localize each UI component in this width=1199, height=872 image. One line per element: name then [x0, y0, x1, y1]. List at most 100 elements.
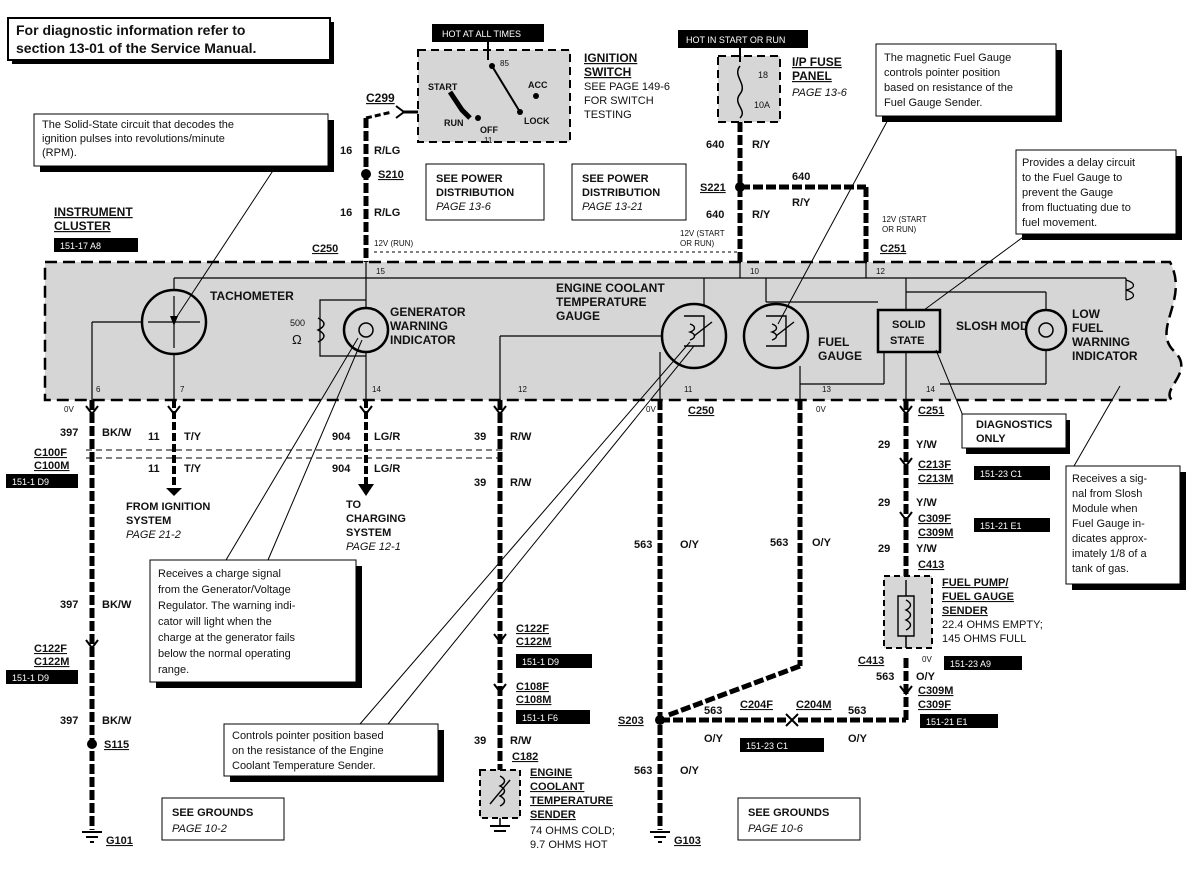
pd1-ref: PAGE 13-6	[436, 201, 492, 213]
csl-1: Receives a sig-	[1072, 473, 1148, 485]
ect-spec-2: 9.7 OHMS HOT	[530, 839, 608, 851]
w904-num-1: 904	[332, 431, 351, 443]
cd-4: from fluctuating due to	[1022, 202, 1131, 214]
w563-circuit: 563 O/Y 563 O/Y S203 563 O/Y C204F C204M…	[618, 400, 909, 847]
c250-bottom-label: C250	[688, 405, 714, 417]
ect-spec-1: 74 OHMS COLD;	[530, 825, 615, 837]
pd1-title-1: SEE POWER	[436, 173, 503, 185]
w39-color-2: R/W	[510, 477, 532, 489]
w11-num-2: 11	[148, 463, 160, 475]
grounds2-ref: PAGE 10-6	[748, 823, 804, 835]
w640-color-2: R/Y	[752, 209, 771, 221]
g103-label: G103	[674, 835, 701, 847]
ref-c1a: 151-23 C1	[980, 469, 1022, 479]
c299-label: C299	[366, 91, 395, 105]
w29-color-1: Y/W	[916, 439, 937, 451]
grounds1-title: SEE GROUNDS	[172, 807, 253, 819]
callout-delay-circuit: Provides a delay circuit to the Fuel Gau…	[923, 149, 1182, 311]
v12sr-b2: OR RUN)	[882, 225, 917, 234]
w397-num-2: 397	[60, 599, 78, 611]
pd1-title-2: DISTRIBUTION	[436, 187, 514, 199]
from-ign-1: FROM IGNITION	[126, 501, 210, 513]
ign-acc: ACC	[528, 80, 548, 90]
w640-num-2: 640	[706, 209, 724, 221]
diag-1: DIAGNOSTICS	[976, 419, 1052, 431]
c413-label: C413	[918, 559, 944, 571]
cc-3: Regulator. The warning indi-	[158, 600, 296, 612]
pd2-title-1: SEE POWER	[582, 173, 649, 185]
ref-e1b: 151-21 E1	[926, 717, 968, 727]
fuse-number: 18	[758, 70, 768, 80]
pin-6: 6	[96, 385, 101, 394]
c413b-label: C413	[858, 655, 884, 667]
solid-state-2: STATE	[890, 335, 924, 347]
w39-num-1: 39	[474, 431, 486, 443]
w640-num-1: 640	[706, 139, 724, 151]
ign-title-1: IGNITION	[584, 51, 637, 65]
cc-4: cator will light when the	[158, 616, 272, 628]
fuel-sender-3: SENDER	[942, 605, 988, 617]
hot-at-all-times-label: HOT AT ALL TIMES	[442, 29, 521, 39]
w640-color-3: R/Y	[792, 197, 811, 209]
c122m-a: C122M	[34, 656, 69, 668]
w16-color-1: R/LG	[374, 145, 400, 157]
ect-sender-4: SENDER	[530, 809, 576, 821]
pin-10: 10	[750, 267, 759, 276]
cd-2: to the Fuel Gauge to	[1022, 172, 1122, 184]
ect-gauge-3: GAUGE	[556, 309, 600, 323]
w39-color-3: R/W	[510, 735, 532, 747]
ref-c1b: 151-23 C1	[746, 741, 788, 751]
w397-color-3: BK/W	[102, 715, 132, 727]
ign-off: OFF	[480, 125, 498, 135]
ect-sender-2: COOLANT	[530, 781, 585, 793]
low-fuel-1: LOW	[1072, 307, 1101, 321]
w640-color-1: R/Y	[752, 139, 771, 151]
cc-2: from the Generator/Voltage	[158, 584, 291, 596]
w904-num-2: 904	[332, 463, 351, 475]
fuse-title-2: PANEL	[792, 69, 832, 83]
ref-d9a: 151-1 D9	[12, 477, 49, 487]
w563-num-6: 563	[876, 671, 894, 683]
c182-label: C182	[512, 751, 538, 763]
c309f-b: C309F	[918, 699, 951, 711]
w904-circuit: 904 LG/R 904 LG/R TO CHARGING SYSTEM PAG…	[332, 400, 406, 553]
w563-color-5: O/Y	[680, 765, 700, 777]
gen-warn-2: WARNING	[390, 319, 448, 333]
ref-f6: 151-1 F6	[522, 713, 558, 723]
grounds-box-1: SEE GROUNDS PAGE 10-2	[161, 797, 285, 841]
pin-11: 11	[684, 385, 693, 394]
cd-3: prevent the Gauge	[1022, 187, 1113, 199]
c250-top-label: C250	[312, 243, 338, 255]
v12sr-a1: 12V (START	[680, 229, 725, 238]
pin-12-bottom: 12	[518, 385, 527, 394]
cs-rpm-1: The Solid-State circuit that decodes the	[42, 119, 234, 131]
v0-mid: 0V	[646, 405, 656, 414]
ce-3: Coolant Temperature Sender.	[232, 760, 376, 772]
gen-warn-3: INDICATOR	[390, 333, 456, 347]
cm-fuel-2: controls pointer position	[884, 67, 1000, 79]
gen-warn-1: GENERATOR	[390, 305, 466, 319]
w397-num-3: 397	[60, 715, 78, 727]
tachometer-label: TACHOMETER	[210, 289, 294, 303]
c299-branch: C299 16 R/LG S210 16 R/LG 12V (RUN) C250	[312, 91, 740, 262]
v12sr-a2: OR RUN)	[680, 239, 715, 248]
s115-label: S115	[104, 739, 129, 751]
ign-ref-3: TESTING	[584, 109, 632, 121]
s210-label: S210	[378, 169, 404, 181]
c108m: C108M	[516, 694, 551, 706]
pin-13: 13	[822, 385, 831, 394]
c309m-a: C309M	[918, 527, 953, 539]
csl-3: Module when	[1072, 503, 1137, 515]
cc-6: below the normal operating	[158, 648, 291, 660]
generator-warning-indicator: 500 Ω GENERATOR WARNING INDICATOR	[290, 305, 466, 354]
w563-num-2: 563	[770, 537, 788, 549]
to-charge-1: TO	[346, 499, 362, 511]
pin-14b: 14	[926, 385, 935, 394]
c122m-b: C122M	[516, 636, 551, 648]
grounds-box-2: SEE GROUNDS PAGE 10-6	[737, 797, 861, 841]
pin-14a: 14	[372, 385, 381, 394]
from-ign-ref: PAGE 21-2	[126, 529, 181, 541]
w39-circuit: 39 R/W 39 R/W C122F C122M 151-1 D9 C108F…	[474, 400, 592, 770]
w39-num-3: 39	[474, 735, 486, 747]
